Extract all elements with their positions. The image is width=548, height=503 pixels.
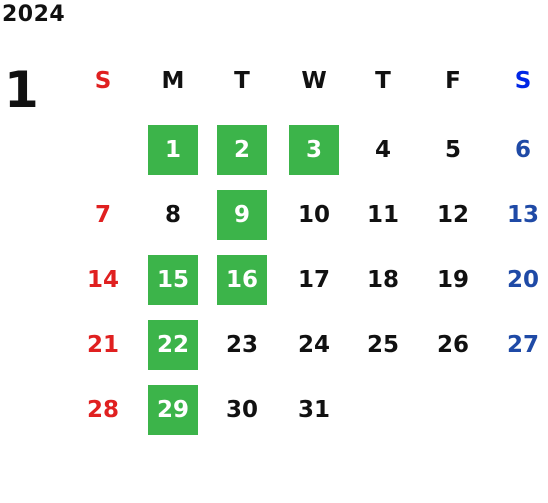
day-cell-highlighted: 1 — [148, 125, 198, 175]
weekday-header-6: S — [514, 68, 532, 94]
day-cell: 30 — [225, 397, 258, 423]
day-cell: 4 — [374, 137, 391, 163]
day-cell-highlighted: 29 — [148, 385, 198, 435]
day-cell: 27 — [506, 332, 539, 358]
day-cell: 14 — [86, 267, 119, 293]
day-cell: 21 — [86, 332, 119, 358]
weekday-header-0: S — [94, 68, 112, 94]
day-cell: 13 — [506, 202, 539, 228]
day-cell-highlighted: 3 — [289, 125, 339, 175]
day-cell-highlighted: 22 — [148, 320, 198, 370]
calendar-year: 2024 — [2, 2, 66, 27]
day-cell: 23 — [225, 332, 258, 358]
weekday-header-5: F — [445, 68, 461, 94]
day-cell: 31 — [297, 397, 330, 423]
day-cell: 6 — [514, 137, 531, 163]
weekday-header-4: T — [375, 68, 391, 94]
day-cell: 7 — [94, 202, 111, 228]
day-cell: 20 — [506, 267, 539, 293]
day-cell: 28 — [86, 397, 119, 423]
day-cell: 5 — [444, 137, 461, 163]
day-cell-highlighted: 9 — [217, 190, 267, 240]
day-cell: 24 — [297, 332, 330, 358]
day-cell-highlighted: 15 — [148, 255, 198, 305]
day-cell-highlighted: 2 — [217, 125, 267, 175]
weekday-header-2: T — [234, 68, 250, 94]
day-cell-highlighted: 16 — [217, 255, 267, 305]
day-cell: 18 — [366, 267, 399, 293]
calendar-month: 1 — [4, 61, 39, 119]
day-cell: 11 — [366, 202, 399, 228]
day-cell: 26 — [436, 332, 469, 358]
day-cell: 19 — [436, 267, 469, 293]
day-cell: 12 — [436, 202, 469, 228]
weekday-header-1: M — [161, 68, 185, 94]
day-cell: 8 — [164, 202, 181, 228]
day-cell: 17 — [297, 267, 330, 293]
day-cell: 25 — [366, 332, 399, 358]
weekday-header-3: W — [301, 68, 327, 94]
day-cell: 10 — [297, 202, 330, 228]
